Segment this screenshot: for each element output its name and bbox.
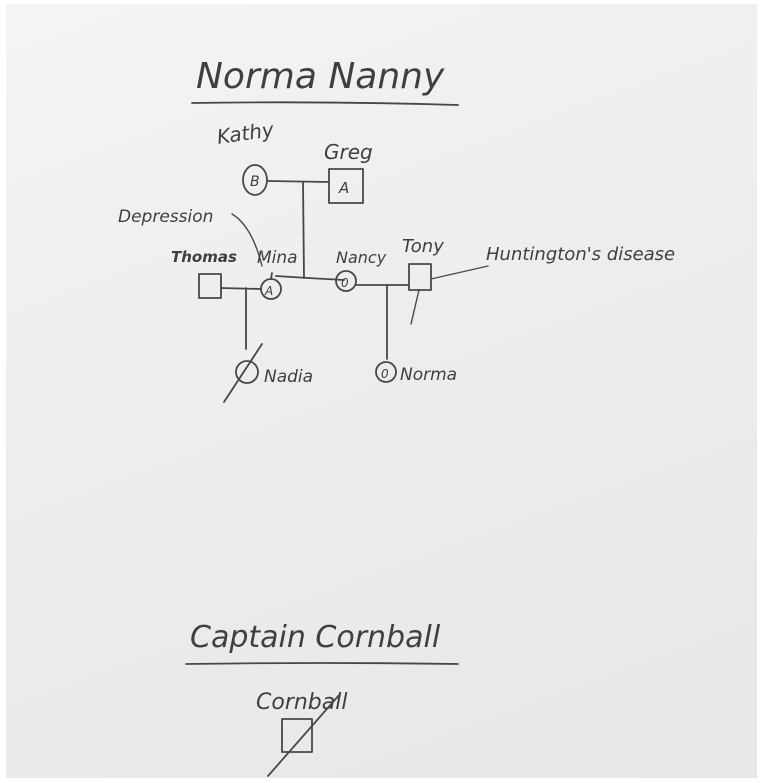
nadia-deceased-slash [223, 343, 263, 403]
greg-male-symbol [328, 168, 364, 204]
pedigree-captain-cornball: Captain Cornball Cornball [185, 620, 459, 777]
annotation-depression: Depression [118, 207, 213, 227]
greg-symbol-label: A [338, 179, 349, 197]
mina-descent-stub [270, 272, 273, 280]
nancy-female-symbol [335, 270, 357, 292]
annotation-huntingtons: Huntington's disease [486, 244, 675, 265]
nadia-female-symbol [235, 360, 259, 384]
title-underline [185, 662, 459, 665]
tony-deceased-slash [410, 289, 420, 325]
cornball-male-symbol [281, 718, 313, 753]
label-kathy: Kathy [215, 117, 276, 149]
norma-symbol-label: 0 [381, 367, 389, 381]
title-underline [191, 101, 459, 106]
notebook-paper: Norma Nanny Kathy B Greg A Depression Th… [6, 4, 757, 778]
thomas-male-symbol [198, 273, 222, 299]
mating-line-kathy-greg [267, 180, 330, 183]
pedigree-title: Captain Cornball [190, 620, 441, 655]
depression-pointer [231, 213, 263, 267]
pedigree-drawing: Norma Nanny Kathy B Greg A Depression Th… [118, 56, 675, 777]
sibship-line [275, 275, 345, 281]
label-tony: Tony [402, 236, 444, 257]
mina-symbol-label: A [264, 284, 273, 298]
norma-female-symbol [375, 361, 397, 383]
mating-line-thomas-mina [220, 287, 262, 290]
label-greg: Greg [324, 140, 373, 164]
descent-line-kathy-greg [302, 181, 305, 279]
tony-male-symbol [408, 263, 432, 291]
pedigree-norma-nanny: Norma Nanny Kathy B Greg A Depression Th… [118, 56, 675, 403]
label-norma: Norma [400, 365, 457, 385]
label-thomas: Thomas [171, 248, 237, 266]
cornball-deceased-slash [267, 693, 341, 777]
huntingtons-pointer [430, 265, 489, 280]
label-cornball: Cornball [256, 690, 347, 715]
nancy-symbol-label: 0 [341, 276, 349, 290]
kathy-female-symbol [242, 164, 268, 196]
label-nadia: Nadia [264, 367, 313, 387]
pedigree-title: Norma Nanny [196, 56, 445, 97]
label-nancy: Nancy [336, 248, 387, 267]
kathy-symbol-label: B [250, 174, 260, 190]
label-mina: Mina [257, 248, 298, 268]
